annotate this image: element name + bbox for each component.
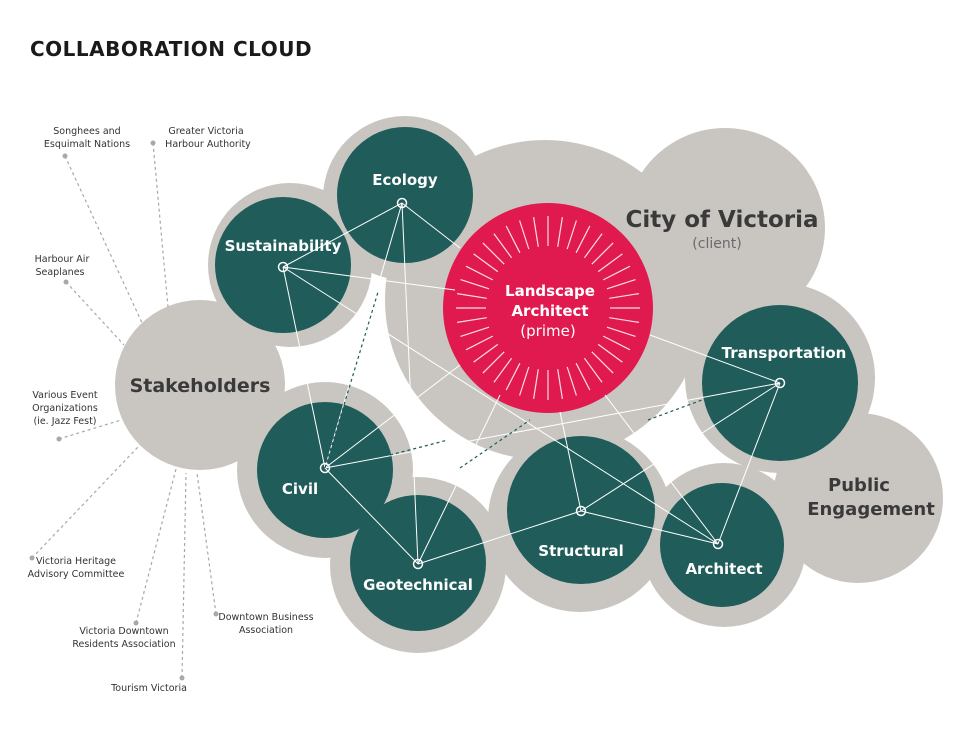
stakeholder-residents-line2: Residents Association <box>72 639 175 650</box>
ecology-label: Ecology <box>372 171 438 189</box>
stakeholder-event-orgs-line1: Various Event <box>32 390 97 401</box>
prime-label-line2: Architect <box>511 302 588 320</box>
architect-label: Architect <box>685 560 762 578</box>
prime-sunburst <box>456 216 640 400</box>
cloud-city <box>625 128 825 328</box>
stakeholder-downtown-business-line1: Downtown Business <box>218 612 313 623</box>
sunburst-ray <box>575 362 591 391</box>
sunburst-ray <box>473 343 499 363</box>
stakeholder-songhees-line1: Songhees and <box>53 126 120 137</box>
stakeholder-leaders <box>31 142 217 679</box>
civil-label: Civil <box>282 480 318 498</box>
node-sustainability <box>215 197 351 333</box>
city-of-victoria-label: City of Victoria <box>625 207 818 233</box>
sunburst-ray <box>606 279 636 290</box>
stakeholder-tourism-line1: Tourism Victoria <box>110 683 187 694</box>
sunburst-ray <box>583 357 603 383</box>
sunburst-ray <box>465 335 494 351</box>
dashed-connections <box>324 291 703 469</box>
sunburst-ray <box>591 242 614 265</box>
sunburst-ray <box>482 242 505 265</box>
cloud-public <box>773 413 943 583</box>
geotechnical-label: Geotechnical <box>363 576 473 594</box>
sunburst-ray <box>591 351 614 374</box>
public-label: Public <box>828 475 890 496</box>
connection-lines <box>282 202 781 565</box>
sunburst-ray <box>493 233 513 259</box>
sunburst-ray <box>597 253 623 273</box>
sunburst-ray <box>519 366 530 396</box>
transportation-label: Transportation <box>722 344 847 362</box>
sunburst-ray <box>505 225 521 254</box>
stakeholder-residents-line1: Victoria Downtown <box>79 626 168 637</box>
sunburst-ray <box>575 225 591 254</box>
sunburst-ray <box>557 217 563 247</box>
sunburst-ray <box>597 343 623 363</box>
engagement-label: Engagement <box>807 499 935 520</box>
prime-label-line1: Landscape <box>505 282 595 300</box>
client-label: (client) <box>692 236 741 252</box>
sunburst-ray <box>609 317 639 323</box>
sunburst-ray <box>566 220 577 250</box>
sunburst-ray <box>460 279 490 290</box>
sunburst-ray <box>602 265 631 281</box>
sunburst-ray <box>460 326 490 337</box>
sustainability-label: Sustainability <box>225 237 342 255</box>
sunburst-ray <box>533 217 539 247</box>
sunburst-ray <box>519 220 530 250</box>
sunburst-ray <box>465 265 494 281</box>
stakeholder-harbour-air-line2: Seaplanes <box>35 267 84 278</box>
stakeholder-downtown-business-line2: Association <box>239 625 293 636</box>
sunburst-ray <box>557 369 563 399</box>
stakeholders-label: Stakeholders <box>130 375 271 397</box>
sunburst-ray <box>505 362 521 391</box>
node-civil <box>257 402 393 538</box>
stakeholder-event-orgs-line2: Organizations <box>32 403 98 414</box>
sunburst-ray <box>457 317 487 323</box>
cloud-stakeholders <box>115 300 285 470</box>
stakeholder-harbour-authority-line1: Greater Victoria <box>168 126 243 137</box>
stakeholder-harbour-authority-line2: Harbour Authority <box>165 139 251 150</box>
sunburst-ray <box>609 293 639 299</box>
stakeholder-harbour-air-line1: Harbour Air <box>35 254 90 265</box>
stakeholder-heritage-line2: Advisory Committee <box>28 569 125 580</box>
prime-label-line3: (prime) <box>520 322 575 340</box>
sunburst-ray <box>493 357 513 383</box>
sunburst-ray <box>566 366 577 396</box>
sunburst-ray <box>602 335 631 351</box>
stakeholder-labels: Songhees and Esquimalt Nations Greater V… <box>28 126 314 694</box>
node-dots <box>277 197 786 570</box>
stakeholder-event-orgs-line3: (ie. Jazz Fest) <box>33 416 96 427</box>
node-ecology <box>337 127 473 263</box>
sunburst-ray <box>473 253 499 273</box>
sunburst-ray <box>533 369 539 399</box>
page-title: COLLABORATION CLOUD <box>30 37 312 61</box>
stakeholder-dots <box>29 140 219 681</box>
structural-label: Structural <box>538 542 623 560</box>
sunburst-ray <box>457 293 487 299</box>
sunburst-ray <box>583 233 603 259</box>
sunburst-ray <box>606 326 636 337</box>
stakeholder-heritage-line1: Victoria Heritage <box>36 556 116 567</box>
sunburst-ray <box>482 351 505 374</box>
stakeholder-songhees-line2: Esquimalt Nations <box>44 139 130 150</box>
